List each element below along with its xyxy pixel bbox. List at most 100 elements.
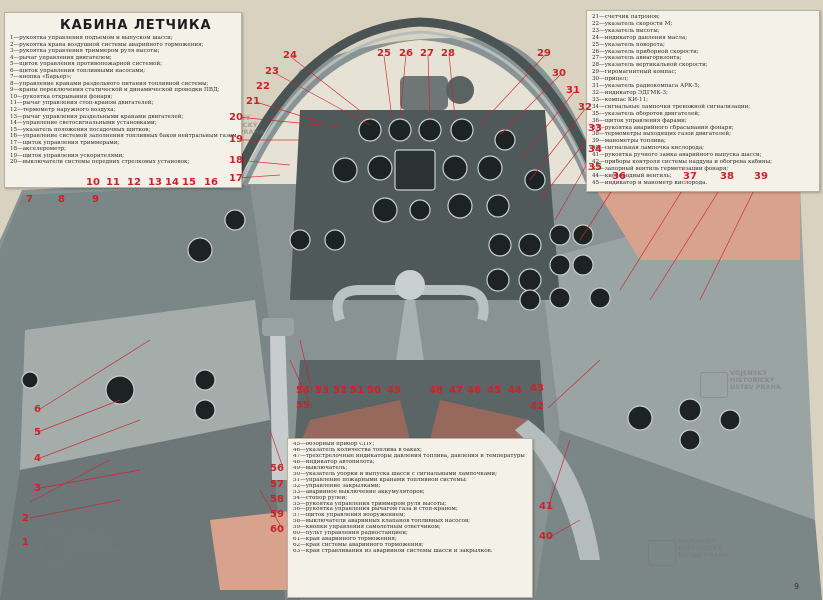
- legend-right-item: 32—индикатор ЭДГМК-3;: [592, 89, 668, 96]
- callout-27: 27: [420, 48, 434, 59]
- legend-bottom-item: 62—кран системы аварийного торможения;: [293, 543, 424, 549]
- legend-left-item: 4—рычаг управления двигателем;: [10, 54, 112, 61]
- callout-49: 49: [387, 385, 401, 396]
- leader-lines: [29, 53, 761, 539]
- legend-left-item: 1—рукоятка управления подъемом и выпуско…: [10, 35, 173, 41]
- callout-39: 39: [754, 171, 768, 182]
- callout-29: 29: [537, 48, 551, 59]
- throttle-lever: [262, 318, 294, 480]
- legend-bottom-list: 45—обзорный прибор СПУ;46—указатель коли…: [293, 442, 527, 555]
- watermark-logo: [40, 535, 68, 561]
- callout-38: 38: [720, 171, 734, 182]
- callout-22: 22: [256, 81, 270, 92]
- legend-right-item: 33—компас КИ-11;: [592, 96, 649, 103]
- canopy-frame: [227, 17, 605, 188]
- callout-34: 34: [588, 144, 602, 155]
- callout-24: 24: [283, 50, 297, 61]
- legend-bottom-item: 45—обзорный прибор СПУ;: [293, 442, 375, 447]
- legend-bottom-item: 46—указатель количества топлива в баках;: [293, 447, 422, 453]
- callout-42: 42: [530, 401, 544, 412]
- callout-33: 33: [588, 123, 602, 134]
- legend-right-item: 38—термометры выходящих газов двигателей…: [592, 131, 732, 138]
- legend-left-item: 17—щиток управления триммерами;: [10, 139, 120, 146]
- legend-bottom-item: 55—рукоятка управления триммером руля вы…: [293, 501, 447, 507]
- callout-8: 8: [58, 194, 65, 205]
- legend-left-item: 7—кнопка «Барьер»;: [10, 74, 72, 81]
- legend-right-item: 24—индикатор давления масла;: [592, 34, 688, 41]
- legend-left-item: 13—рычаг управления раздельными кранами …: [10, 113, 184, 120]
- callout-13: 13: [148, 177, 162, 188]
- legend-bottom-item: 49—выключатель;: [293, 465, 348, 471]
- legend-left-item: 9—краны переключения статической и динам…: [10, 87, 220, 94]
- legend-left-item: 15—указатель положения посадочных щитков…: [10, 126, 151, 133]
- callout-6: 6: [34, 404, 41, 415]
- callout-45: 45: [487, 385, 501, 396]
- legend-bottom-item: 59—кнопки управления самолетным ответчик…: [293, 525, 441, 531]
- callout-23: 23: [265, 66, 279, 77]
- callout-56: 56: [270, 463, 284, 474]
- legend-bottom-item: 54—стопор рулей;: [293, 495, 348, 501]
- legend-right-item: 31—указатель радиокомпаса АРК-5;: [592, 83, 700, 90]
- legend-bottom-item: 57—щиток управления вооружением;: [293, 513, 406, 519]
- legend-left-item: 20—выключатели системы передних стрелков…: [10, 159, 190, 166]
- gunsight: [400, 76, 448, 110]
- callout-12: 12: [127, 177, 141, 188]
- callout-41: 41: [539, 501, 553, 512]
- callout-4: 4: [34, 453, 41, 464]
- legend-right-item: 34—сигнальные лампочки тревожной сигнали…: [592, 103, 751, 110]
- callout-47: 47: [449, 385, 463, 396]
- callout-28: 28: [441, 48, 455, 59]
- callout-32: 32: [578, 102, 592, 113]
- callout-59: 59: [270, 509, 284, 520]
- legend-right-item: 23—указатель высоты;: [592, 27, 660, 34]
- callout-40: 40: [539, 531, 553, 542]
- legend-bottom-item: 56—рукоятка управления рычагом газа и ст…: [293, 507, 458, 513]
- callout-30: 30: [552, 68, 566, 79]
- watermark-text: VOJENSKÝ HISTORICKÝ ÚSTAV PRAHA: [730, 369, 782, 391]
- callout-58: 58: [270, 494, 284, 505]
- callout-19: 19: [229, 134, 243, 145]
- page-title: КАБИНА ЛЕТЧИКА: [60, 18, 212, 33]
- legend-right-item: 25—указатель поворота;: [592, 41, 665, 48]
- callout-14: 14: [165, 177, 179, 188]
- legend-right-item: 30—прицел;: [592, 76, 629, 83]
- callout-21: 21: [246, 96, 260, 107]
- callout-51: 51: [350, 385, 364, 396]
- legend-right-item: 44—кислородный вентиль;: [592, 172, 672, 179]
- callout-60: 60: [270, 524, 284, 535]
- callout-26: 26: [399, 48, 413, 59]
- callout-25: 25: [377, 48, 391, 59]
- callout-55: 55: [296, 400, 310, 411]
- legend-bottom-item: 47—трехстрелочные индикаторы давления то…: [293, 453, 527, 459]
- callout-43: 43: [530, 383, 544, 394]
- legend-bottom-item: 53—аварийное выключение аккумуляторов;: [293, 489, 425, 495]
- callout-7: 7: [26, 194, 33, 205]
- legend-left-item: 8—управление кранами раздельного питания…: [10, 80, 209, 87]
- left-lower-panel: [0, 420, 285, 600]
- legend-left-item: 6—щиток управления топливными насосами;: [10, 67, 146, 74]
- callout-35: 35: [588, 162, 602, 173]
- legend-left-item: 5—щиток управления противопожарной систе…: [10, 61, 163, 68]
- callout-50: 50: [367, 385, 381, 396]
- legend-right-item: 37—рукоятка аварийного сбрасывания фонар…: [592, 124, 734, 131]
- left-console-shelf: [20, 300, 270, 470]
- callout-18: 18: [229, 155, 243, 166]
- callout-2: 2: [22, 513, 29, 524]
- legend-bottom-item: 50—указатель уборки и выпуска шасси с си…: [293, 471, 498, 477]
- watermark-logo: [648, 540, 676, 566]
- callout-1: 1: [22, 537, 29, 548]
- legend-bottom-item: 61—кран аварийного торможения;: [293, 537, 397, 543]
- right-console: [540, 190, 815, 520]
- legend-right-item: 42—приборы контроля системы наддува и об…: [592, 159, 772, 166]
- legend-right-item: 21—счетчик патронов;: [592, 14, 660, 20]
- legend-right-item: 22—указатель скорости М;: [592, 20, 673, 27]
- callout-10: 10: [86, 177, 100, 188]
- legend-left: КАБИНА ЛЕТЧИКА 1—рукоятка управления под…: [4, 12, 242, 188]
- legend-right-item: 40—сигнальная лампочка кислорода;: [592, 145, 705, 152]
- callout-20: 20: [229, 112, 243, 123]
- legend-bottom: 45—обзорный прибор СПУ;46—указатель коли…: [287, 438, 533, 598]
- legend-left-item: 11—рычаг управления стоп-краном двигател…: [10, 100, 154, 107]
- legend-bottom-item: 51—управление пожарными кранами топливно…: [293, 477, 468, 483]
- legend-bottom-item: 63—кран стравливания из аварийной систем…: [293, 549, 493, 555]
